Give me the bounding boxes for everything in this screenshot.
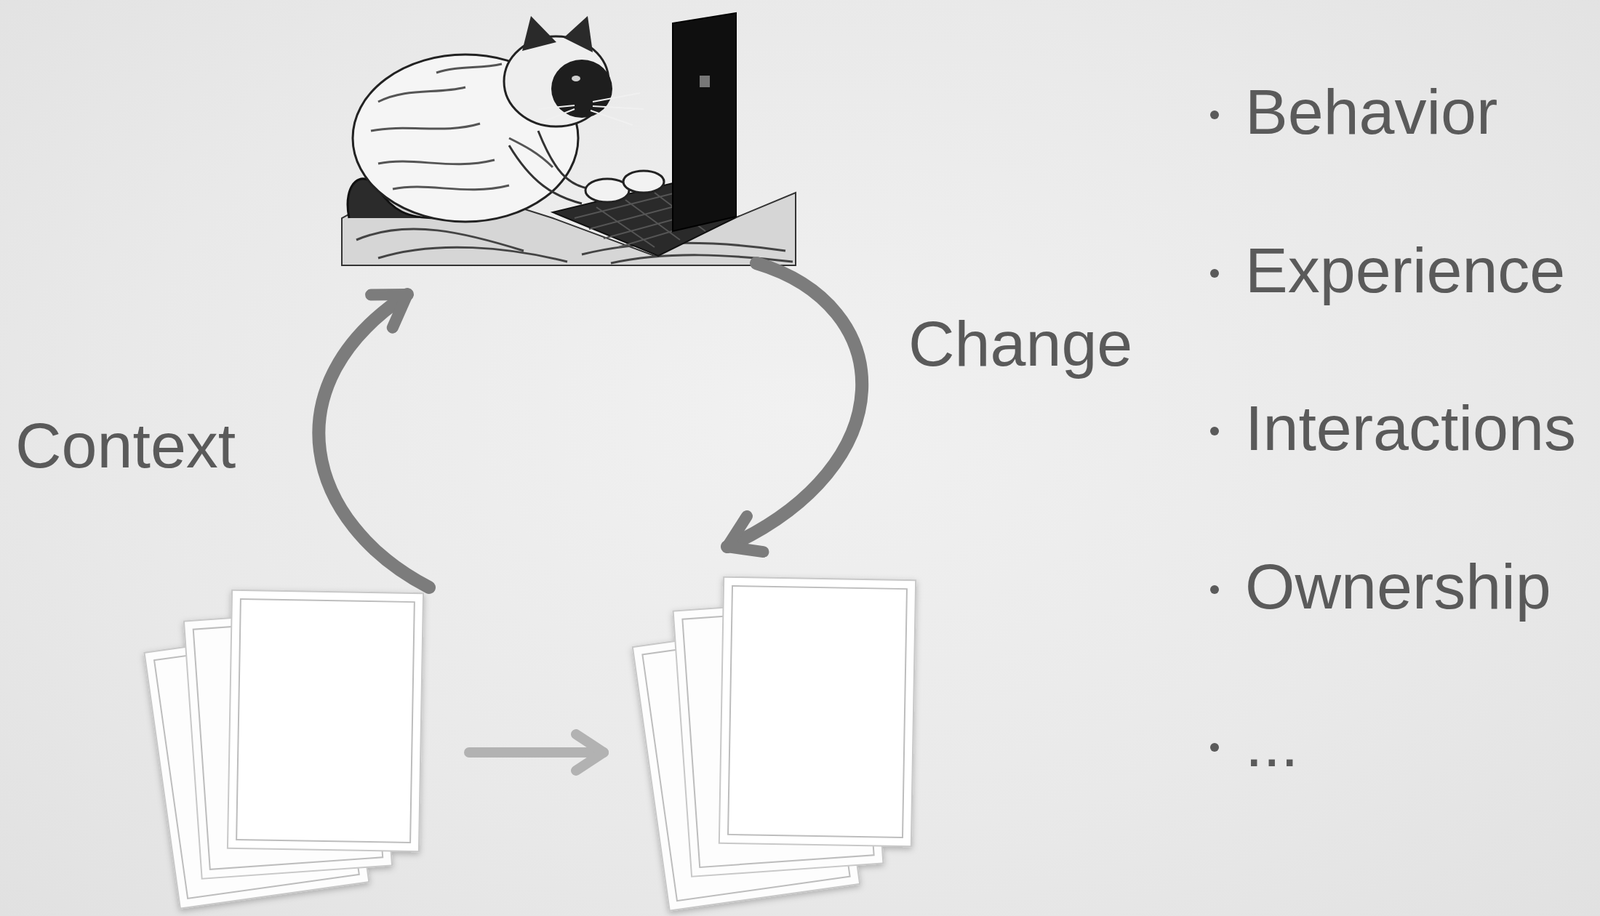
blanket-folds — [356, 229, 793, 264]
arrow-label: Change — [908, 312, 1133, 376]
bullet-dot — [1210, 585, 1219, 595]
laptop-screen — [672, 13, 736, 232]
bullet-item: Interactions — [1245, 396, 1576, 461]
transition-arrow — [469, 747, 604, 758]
cat-eye — [571, 75, 581, 82]
paper-border — [728, 586, 907, 838]
context-arrow — [318, 294, 430, 588]
paper-sheet — [719, 577, 916, 848]
bullet-item: ... — [1245, 712, 1299, 777]
bullet-item: Experience — [1245, 238, 1566, 303]
paper-sheet — [227, 590, 424, 853]
paper-stack — [632, 577, 916, 912]
cat-paw — [623, 170, 664, 193]
laptop-logo — [699, 75, 710, 88]
cat-legs — [509, 130, 597, 204]
bullet-dot — [1210, 426, 1219, 436]
change-arrow — [727, 263, 862, 547]
cat-whiskers — [538, 93, 644, 126]
paper-sheet — [227, 590, 424, 853]
paper-border — [236, 599, 415, 843]
cat-illustration — [341, 13, 796, 266]
paper-stack — [144, 590, 424, 910]
bullet-markers — [1210, 110, 1219, 752]
cat-ear — [522, 16, 557, 51]
cat-face — [551, 59, 613, 118]
bullet-dot — [1210, 269, 1219, 278]
arrow-label: Context — [15, 413, 236, 478]
paper-sheet — [719, 577, 916, 848]
bullet-dot — [1210, 743, 1219, 752]
bullet-item: Behavior — [1245, 80, 1498, 144]
bullet-item: Ownership — [1245, 554, 1552, 619]
cat-ear — [563, 16, 593, 53]
bullet-dot — [1210, 110, 1219, 120]
